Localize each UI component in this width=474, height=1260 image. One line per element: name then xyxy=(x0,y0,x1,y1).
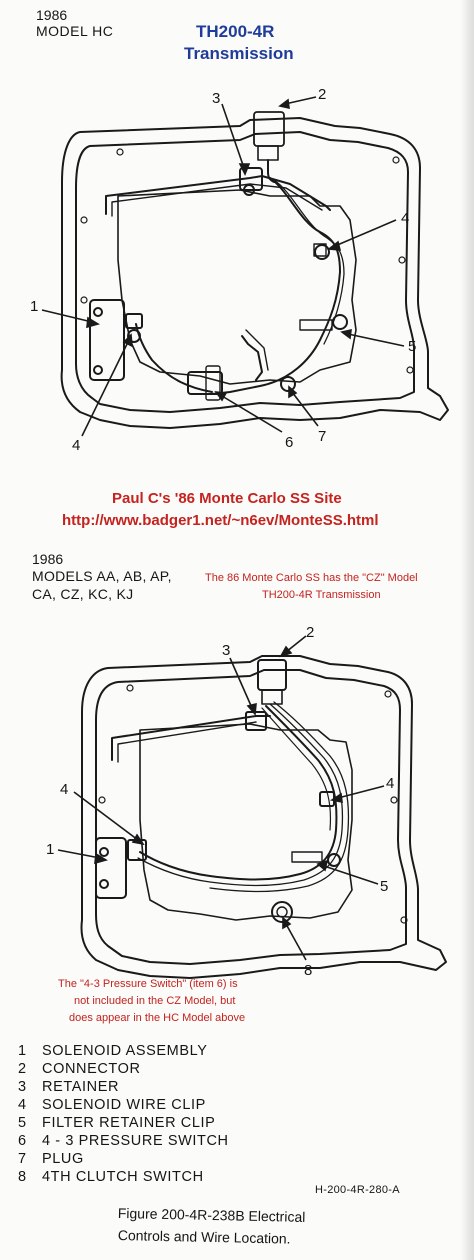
callout-bottom-5: 5 xyxy=(380,878,389,895)
legend-num: 3 xyxy=(18,1079,27,1095)
callout-bottom-4-left: 4 xyxy=(60,781,69,798)
legend-num: 5 xyxy=(18,1115,27,1131)
legend-num: 8 xyxy=(18,1169,27,1185)
legend-label: SOLENOID ASSEMBLY xyxy=(42,1043,208,1059)
header-model: MODEL HC xyxy=(36,23,114,39)
callout-bottom-4-right: 4 xyxy=(386,775,395,792)
legend-item: 2 CONNECTOR xyxy=(18,1061,141,1077)
legend-item: 1 SOLENOID ASSEMBLY xyxy=(18,1043,207,1059)
legend-label: PLUG xyxy=(42,1151,84,1167)
legend-item: 5 FILTER RETAINER CLIP xyxy=(18,1115,215,1131)
legend-item: 6 4 - 3 PRESSURE SWITCH xyxy=(18,1133,229,1149)
legend-item: 8 4TH CLUTCH SWITCH xyxy=(18,1169,204,1185)
site-banner-title: Paul C's '86 Monte Carlo SS Site xyxy=(112,490,342,507)
callout-top-2: 2 xyxy=(318,86,327,103)
legend-label: 4 - 3 PRESSURE SWITCH xyxy=(42,1133,229,1149)
callout-bottom-1: 1 xyxy=(46,841,55,858)
legend-num: 2 xyxy=(18,1061,27,1077)
callout-bottom-2: 2 xyxy=(306,624,315,641)
callout-top-7: 7 xyxy=(318,428,327,445)
second-block-models-line2: CA, CZ, KC, KJ xyxy=(32,586,134,602)
callout-top-6: 6 xyxy=(285,434,294,451)
legend-num: 7 xyxy=(18,1151,27,1167)
header-year: 1986 xyxy=(36,7,68,23)
pressure-note-line1: The "4-3 Pressure Switch" (item 6) is xyxy=(58,978,238,990)
legend-num: 6 xyxy=(18,1133,27,1149)
legend-item: 3 RETAINER xyxy=(18,1079,119,1095)
legend-label: 4TH CLUTCH SWITCH xyxy=(42,1169,204,1185)
callout-bottom-3: 3 xyxy=(222,642,231,659)
figure-code: H-200-4R-280-A xyxy=(315,1184,400,1196)
callout-top-3: 3 xyxy=(212,90,221,107)
callout-top-1: 1 xyxy=(30,298,39,315)
pressure-note-line2: not included in the CZ Model, but xyxy=(74,995,236,1007)
callout-top-4-right: 4 xyxy=(401,210,410,227)
legend-label: SOLENOID WIRE CLIP xyxy=(42,1097,206,1113)
second-block-models-line1: MODELS AA, AB, AP, xyxy=(32,568,172,584)
callout-top-4-left: 4 xyxy=(72,437,81,454)
page-edge-shadow xyxy=(460,0,474,1260)
legend-item: 7 PLUG xyxy=(18,1151,84,1167)
legend-label: CONNECTOR xyxy=(42,1061,141,1077)
legend-label: RETAINER xyxy=(42,1079,120,1095)
callout-top-5: 5 xyxy=(408,338,417,355)
second-block-year: 1986 xyxy=(32,551,64,567)
cz-note-line2: TH200-4R Transmission xyxy=(262,589,381,601)
title-line1: TH200-4R xyxy=(196,22,275,41)
site-banner-url[interactable]: http://www.badger1.net/~n6ev/MonteSS.htm… xyxy=(62,512,379,529)
pressure-note-line3: does appear in the HC Model above xyxy=(69,1012,246,1024)
legend-num: 1 xyxy=(18,1043,27,1059)
cz-note-line1: The 86 Monte Carlo SS has the "CZ" Model xyxy=(205,572,418,584)
legend-num: 4 xyxy=(18,1097,27,1113)
title-line2: Transmission xyxy=(184,44,294,63)
callout-bottom-8: 8 xyxy=(304,962,313,979)
legend-label: FILTER RETAINER CLIP xyxy=(42,1115,216,1131)
legend-item: 4 SOLENOID WIRE CLIP xyxy=(18,1097,206,1113)
